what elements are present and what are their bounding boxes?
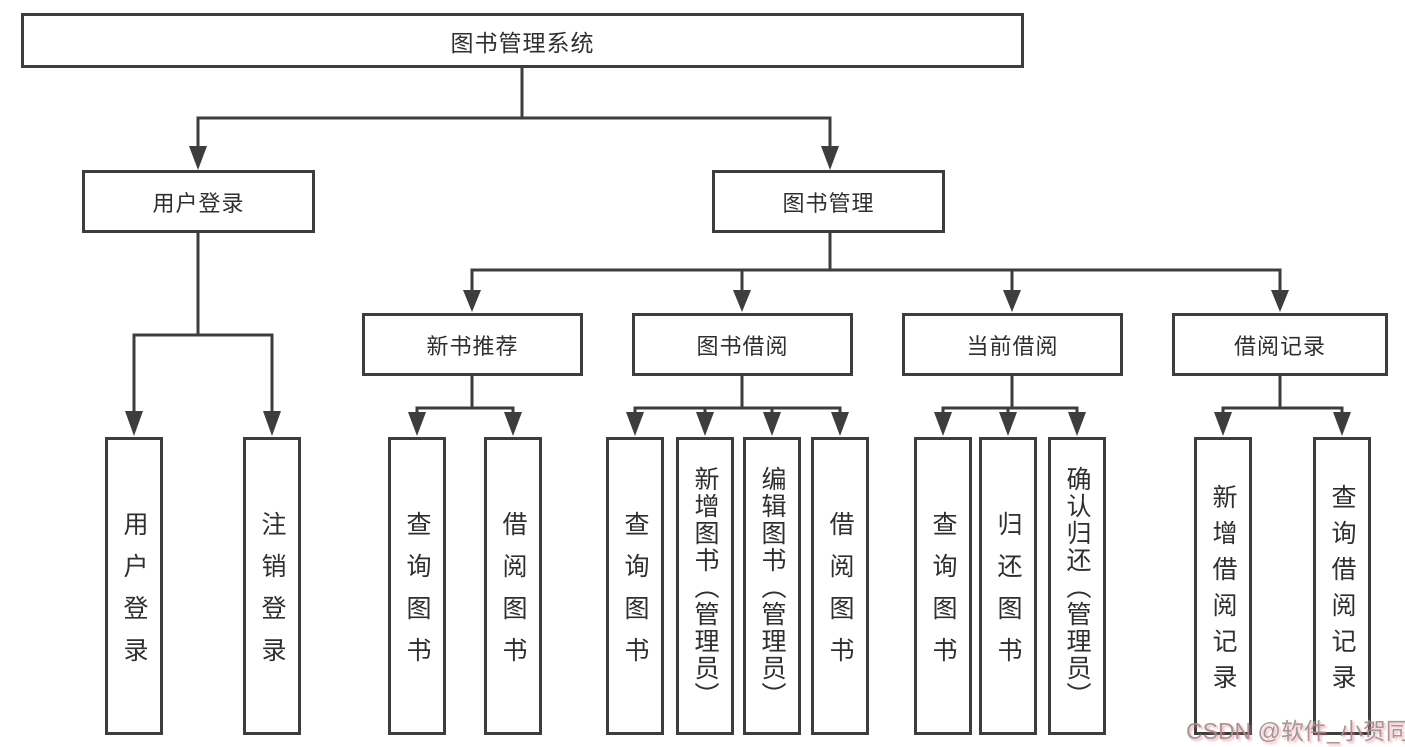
leaf-current-query-label: 查询图书 [929, 510, 957, 679]
leaf-records-add: 新增借阅记录 [1194, 437, 1252, 735]
node-library-system: 图书管理系统 [21, 13, 1024, 68]
leaf-borrow-book: 借阅图书 [811, 437, 869, 735]
connector-root-branch [196, 116, 832, 148]
leaf-borrow-add-admin: 新增图书（管理员） [676, 437, 734, 735]
leaf-records-query-label: 查询借阅记录 [1328, 483, 1356, 700]
csdn-watermark: CSDN @软件_小贺同学 [1186, 718, 1405, 744]
node-current-borrow: 当前借阅 [902, 313, 1123, 376]
leaf-current-confirm-admin: 确认归还（管理员） [1048, 437, 1106, 735]
leaf-borrow-add-admin-label: 新增图书（管理员） [691, 465, 719, 709]
leaf-current-return: 归还图书 [979, 437, 1037, 735]
leaf-current-query: 查询图书 [914, 437, 972, 735]
leaf-newbooks-borrow: 借阅图书 [484, 437, 542, 735]
leaf-borrow-query: 查询图书 [606, 437, 664, 735]
leaf-borrow-edit-admin: 编辑图书（管理员） [743, 437, 801, 735]
node-book-management: 图书管理 [712, 170, 945, 233]
node-library-system-label: 图书管理系统 [450, 29, 595, 56]
leaf-records-query: 查询借阅记录 [1313, 437, 1371, 735]
leaf-borrow-query-label: 查询图书 [621, 510, 649, 679]
leaf-newbooks-query: 查询图书 [388, 437, 446, 735]
leaf-newbooks-query-label: 查询图书 [403, 510, 431, 679]
leaf-logout: 注销登录 [243, 437, 301, 735]
connector-currentborrow-branch [941, 406, 1079, 414]
leaf-records-add-label: 新增借阅记录 [1209, 483, 1237, 700]
connector-bookborrow-branch [633, 406, 842, 414]
node-user-login-label: 用户登录 [152, 190, 245, 216]
leaf-logout-label: 注销登录 [258, 510, 286, 679]
leaf-borrow-edit-admin-label: 编辑图书（管理员） [758, 465, 786, 709]
arrowheads [125, 146, 1351, 436]
leaf-current-return-label: 归还图书 [994, 510, 1022, 679]
node-new-book-recommend: 新书推荐 [362, 313, 583, 376]
node-borrow-records: 借阅记录 [1172, 313, 1388, 376]
node-book-borrow-label: 图书借阅 [696, 333, 789, 359]
connector-bookmgmt-branch [470, 268, 1282, 292]
connector-userlogin-branch [132, 333, 274, 413]
connector-records-branch [1221, 406, 1344, 414]
node-current-borrow-label: 当前借阅 [966, 333, 1059, 359]
node-borrow-records-label: 借阅记录 [1233, 333, 1326, 359]
leaf-current-confirm-admin-label: 确认归还（管理员） [1063, 465, 1091, 709]
leaf-user-login-label: 用户登录 [120, 510, 148, 679]
node-book-borrow: 图书借阅 [632, 313, 853, 376]
leaf-newbooks-borrow-label: 借阅图书 [499, 510, 527, 679]
connector-newbooks-branch [415, 406, 515, 414]
leaf-borrow-book-label: 借阅图书 [826, 510, 854, 679]
node-new-book-recommend-label: 新书推荐 [426, 333, 519, 359]
leaf-user-login: 用户登录 [105, 437, 163, 735]
node-book-management-label: 图书管理 [782, 190, 875, 216]
node-user-login: 用户登录 [82, 170, 315, 233]
